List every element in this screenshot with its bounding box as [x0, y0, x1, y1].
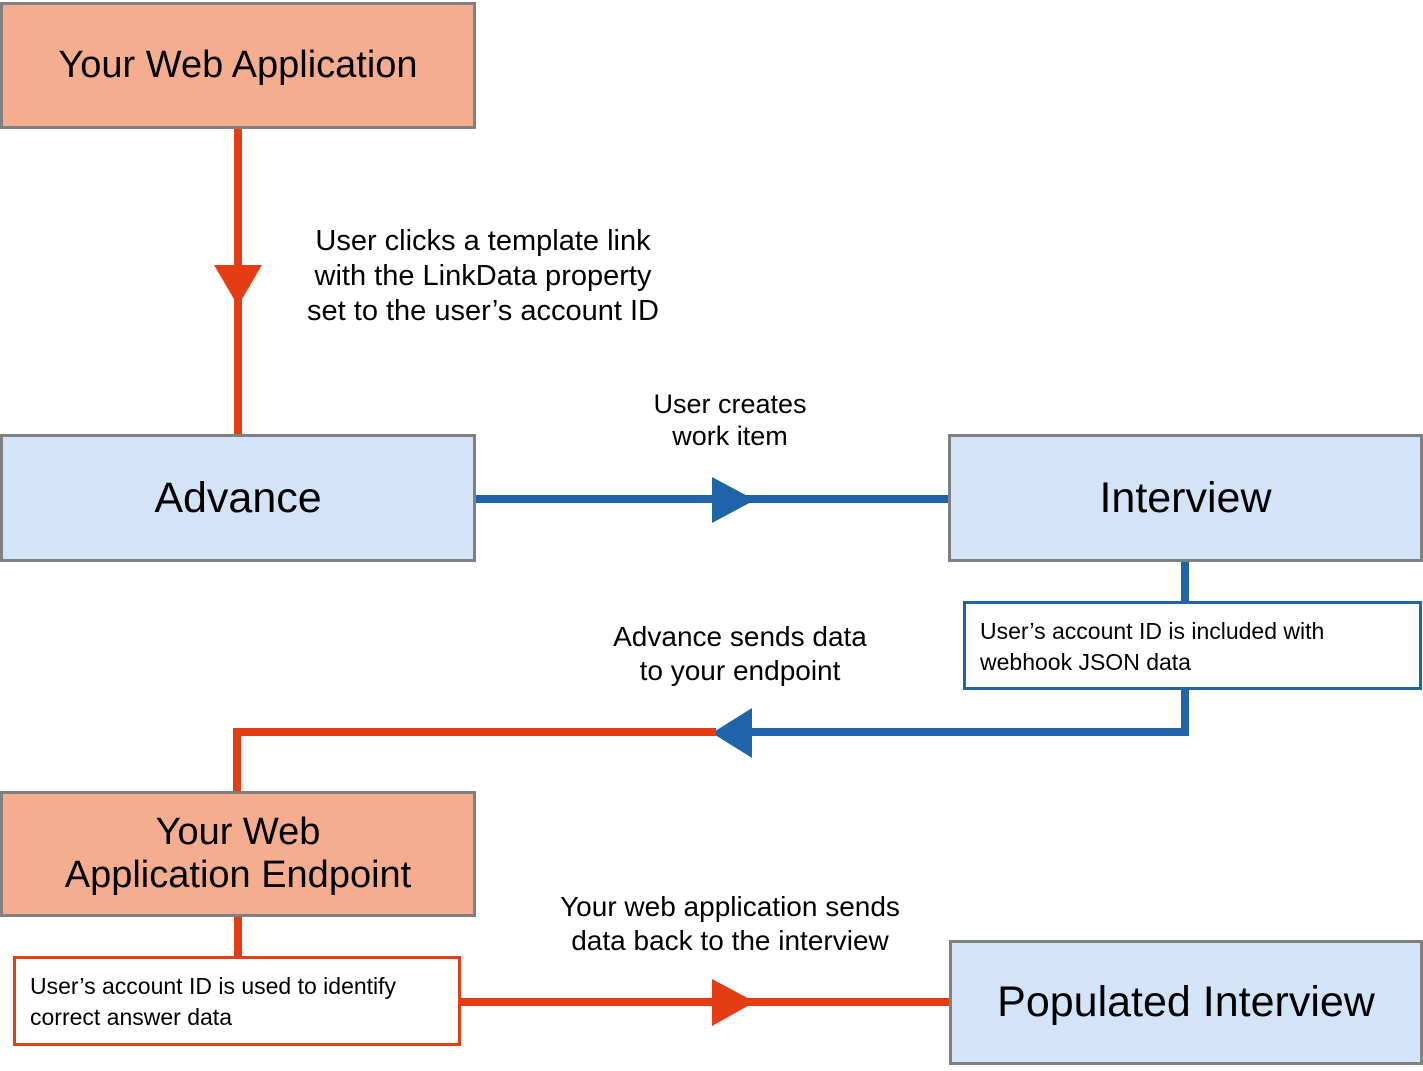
edge-label-advance-sends-data: Advance sends data to your endpoint	[613, 621, 867, 686]
node-interview[interactable]: Interview	[948, 434, 1423, 562]
node-label: Your Web Application	[58, 44, 418, 87]
node-advance[interactable]: Advance	[0, 434, 476, 562]
edge-label-template-link: User clicks a template link with the Lin…	[307, 225, 659, 327]
node-your-web-application[interactable]: Your Web Application	[0, 2, 476, 129]
edge-endpoint-to-populated	[234, 917, 950, 1026]
node-label: Advance	[154, 473, 322, 522]
node-populated-interview[interactable]: Populated Interview	[949, 940, 1423, 1065]
edge-web-app-to-advance	[214, 129, 262, 434]
node-your-web-application-endpoint[interactable]: Your Web Application Endpoint	[0, 791, 476, 917]
node-label: Populated Interview	[997, 978, 1375, 1027]
edge-advance-to-interview	[476, 477, 948, 523]
callout-answer-data: User’s account ID is used to identify co…	[13, 956, 461, 1046]
callout-webhook-json: User’s account ID is included with webho…	[963, 601, 1422, 690]
edge-label-creates-work-item: User creates work item	[653, 389, 807, 452]
node-label: Your Web Application Endpoint	[64, 811, 412, 896]
edge-label-sends-back: Your web application sends data back to …	[560, 891, 900, 956]
node-label: Interview	[1099, 473, 1272, 522]
